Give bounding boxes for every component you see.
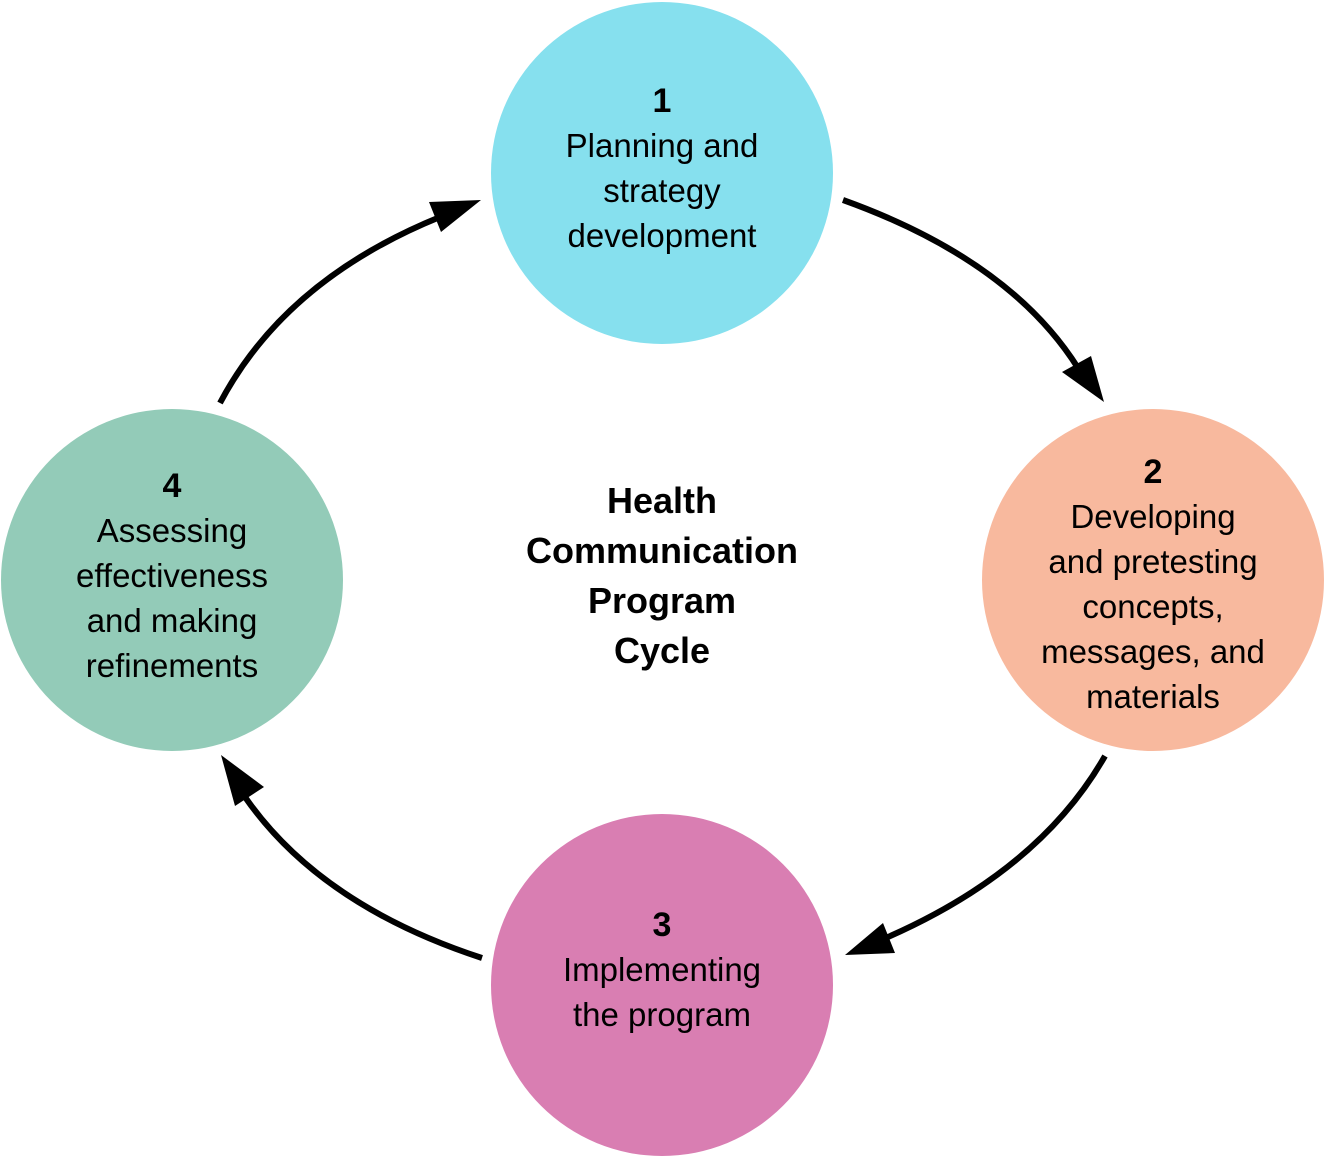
arrow-4-to-1 — [217, 214, 442, 405]
stage-4-circle: 4 Assessing effectiveness and making ref… — [1, 409, 343, 751]
arrowhead-4-to-1 — [429, 200, 481, 232]
stage-2-circle: 2 Developing and pretesting concepts, me… — [982, 409, 1324, 751]
arrow-2-to-3 — [886, 754, 1108, 940]
stage-2-number: 2 — [1143, 452, 1163, 491]
stage-4-label: Assessing effectiveness and making refin… — [75, 512, 268, 684]
stage-1-circle: 1 Planning and strategy development — [491, 2, 833, 344]
arrowhead-2-to-3 — [845, 923, 895, 955]
arrow-3-to-4 — [242, 795, 483, 961]
arrow-1-to-2 — [841, 197, 1081, 370]
stage-3-circle: 3 Implementing the program — [491, 814, 833, 1156]
arrowhead-3-to-4 — [221, 755, 264, 806]
diagram-title: Health Communication Program Cycle — [525, 480, 798, 671]
stage-2-label: Developing and pretesting concepts, mess… — [1041, 497, 1265, 715]
stage-3-label: Implementing the program — [562, 951, 762, 1033]
stage-3-number: 3 — [652, 906, 672, 944]
stage-1-number: 1 — [652, 81, 672, 120]
arrowhead-1-to-2 — [1062, 356, 1104, 402]
stage-4-number: 4 — [162, 467, 182, 505]
stage-1-label: Planning and strategy development — [565, 126, 759, 254]
